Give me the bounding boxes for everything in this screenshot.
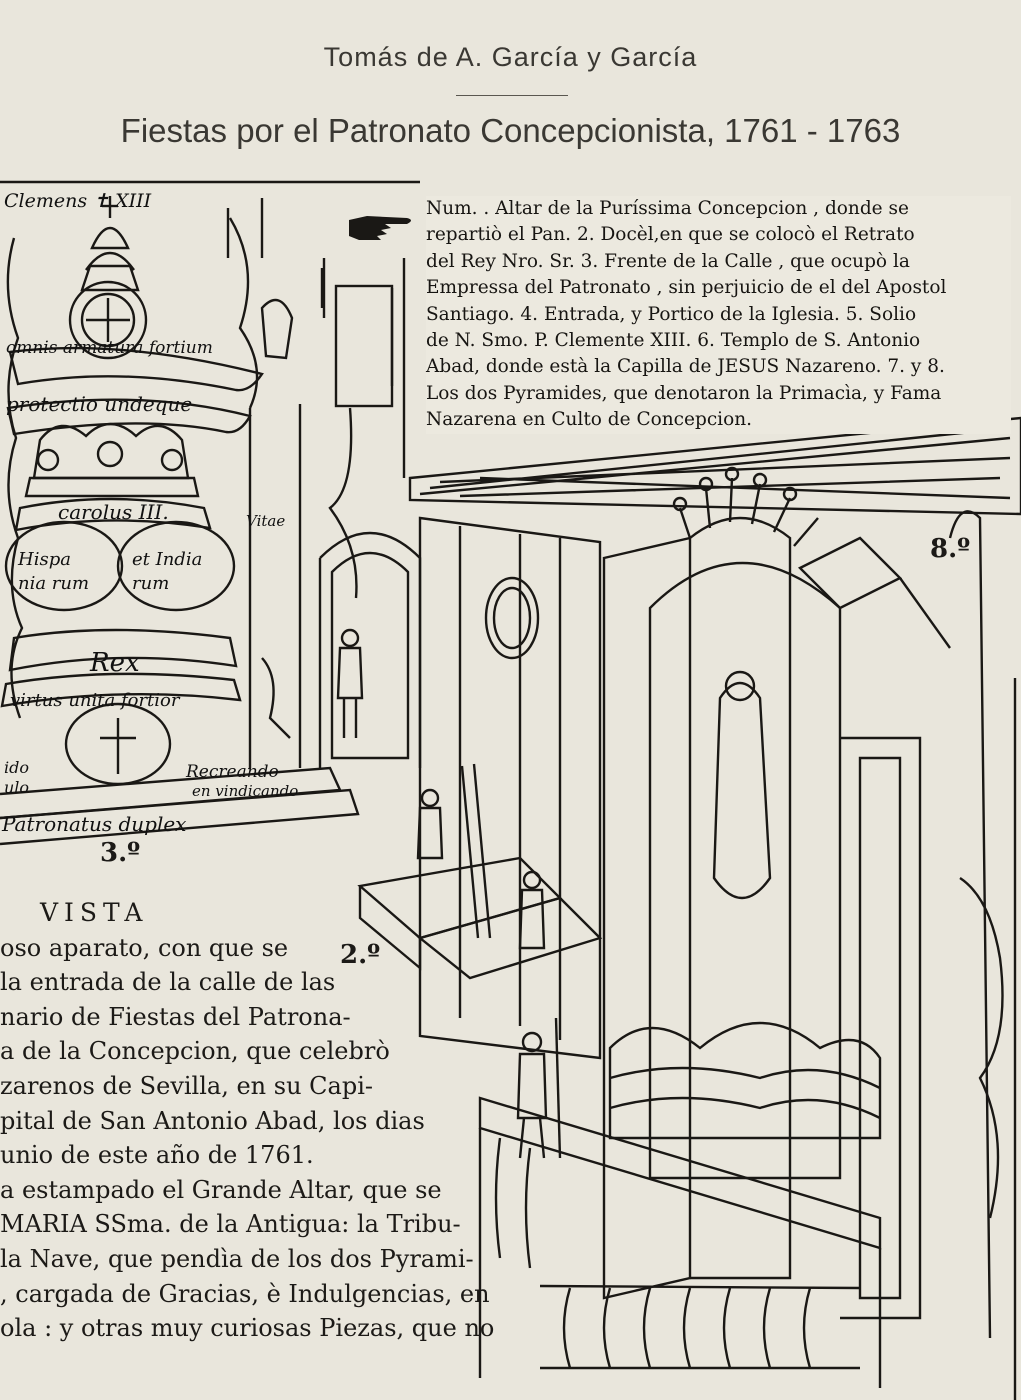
vista-line: a estampado el Grande Altar, que se [0, 1175, 442, 1204]
tiled-roof [408, 416, 1021, 516]
label-virtus: virtus unita fortior [10, 690, 180, 711]
vista-caption: VISTA oso aparato, con que se la entrada… [0, 896, 510, 1346]
label-ulo: ulo [4, 778, 30, 797]
label-recreando: Recreando [186, 762, 279, 782]
label-clemens: Clemens ✝ XIII [4, 190, 152, 212]
author-line: Tomás de A. García y García [323, 42, 698, 72]
legend-line: repartiò el Pan. 2. Docèl,en que se colo… [426, 224, 915, 246]
marker-3: 3.º [100, 838, 141, 868]
legend-line: Empressa del Patronato , sin perjuicio d… [426, 277, 947, 299]
arched-portal [226, 198, 422, 768]
vista-line: MARIA SSma. de la Antigua: la Tribu- [0, 1210, 461, 1239]
label-carolus: carolus III. [58, 500, 169, 524]
vista-line: nario de Fiestas del Patrona- [0, 1002, 351, 1031]
label-banner-1: omnis armatura fortium [6, 338, 213, 358]
balustrade [478, 1096, 882, 1388]
coat-of-arms [0, 196, 360, 846]
legend-line: Santiago. 4. Entrada, y Portico de la Ig… [426, 303, 917, 325]
vista-line: oso aparato, con que se [0, 933, 289, 962]
legend-line: del Rey Nro. Sr. 3. Frente de la Calle ,… [426, 250, 910, 272]
label-indiarum: et India rum [132, 549, 203, 594]
label-rex: Rex [90, 648, 140, 678]
vista-line: pital de San Antonio Abad, los dias [0, 1106, 425, 1135]
header-divider [456, 95, 568, 96]
pointing-hand-icon [349, 216, 411, 240]
label-banner-2: protectio undeque [6, 392, 193, 416]
vista-line: unio de este año de 1761. [0, 1141, 314, 1170]
marker-8: 8.º [930, 534, 971, 564]
vista-heading: VISTA [40, 898, 149, 927]
pyramid-with-flag [797, 510, 1004, 1339]
book-title: Fiestas por el Patronato Concepcionista,… [120, 112, 901, 149]
vista-line: a de la Concepcion, que celebrò [0, 1037, 390, 1066]
page-header: Tomás de A. García y García Fiestas por … [0, 0, 1021, 180]
legend-line: Nazarena en Culto de Concepcion. [426, 409, 753, 431]
label-vindicando: en vindicando [192, 782, 299, 800]
marker-2: 2.º [340, 940, 381, 970]
legend-text: Num. . Altar de la Puríssima Concepcion … [426, 196, 1011, 434]
main-altar [602, 466, 922, 1320]
vista-line: zarenos de Sevilla, en su Capi- [0, 1071, 373, 1100]
legend-line: Abad, donde està la Capilla de JESUS Naz… [426, 356, 945, 378]
label-patronatus: Patronatus duplex [2, 812, 187, 836]
church-facade [357, 516, 603, 1060]
legend-line: Los dos Pyramides, que denotaron la Prim… [426, 382, 942, 404]
legend-line: Num. . Altar de la Puríssima Concepcion … [426, 198, 909, 219]
legend-line: de N. Smo. P. Clemente XIII. 6. Templo d… [426, 330, 921, 352]
label-ido: ido [4, 758, 29, 777]
engraving-illustration [0, 180, 1021, 1400]
vista-line: la Nave, que pendìa de los dos Pyrami- [0, 1244, 474, 1273]
label-hispaniarum: Hispa nia rum [18, 549, 90, 594]
vista-line: la entrada de la calle de las [0, 968, 336, 997]
label-vitae: Vitae [246, 512, 286, 530]
vista-line: , cargada de Gracias, è Indulgencias, en [0, 1279, 490, 1308]
vista-line: ola : y otras muy curiosas Piezas, que n… [0, 1314, 495, 1343]
